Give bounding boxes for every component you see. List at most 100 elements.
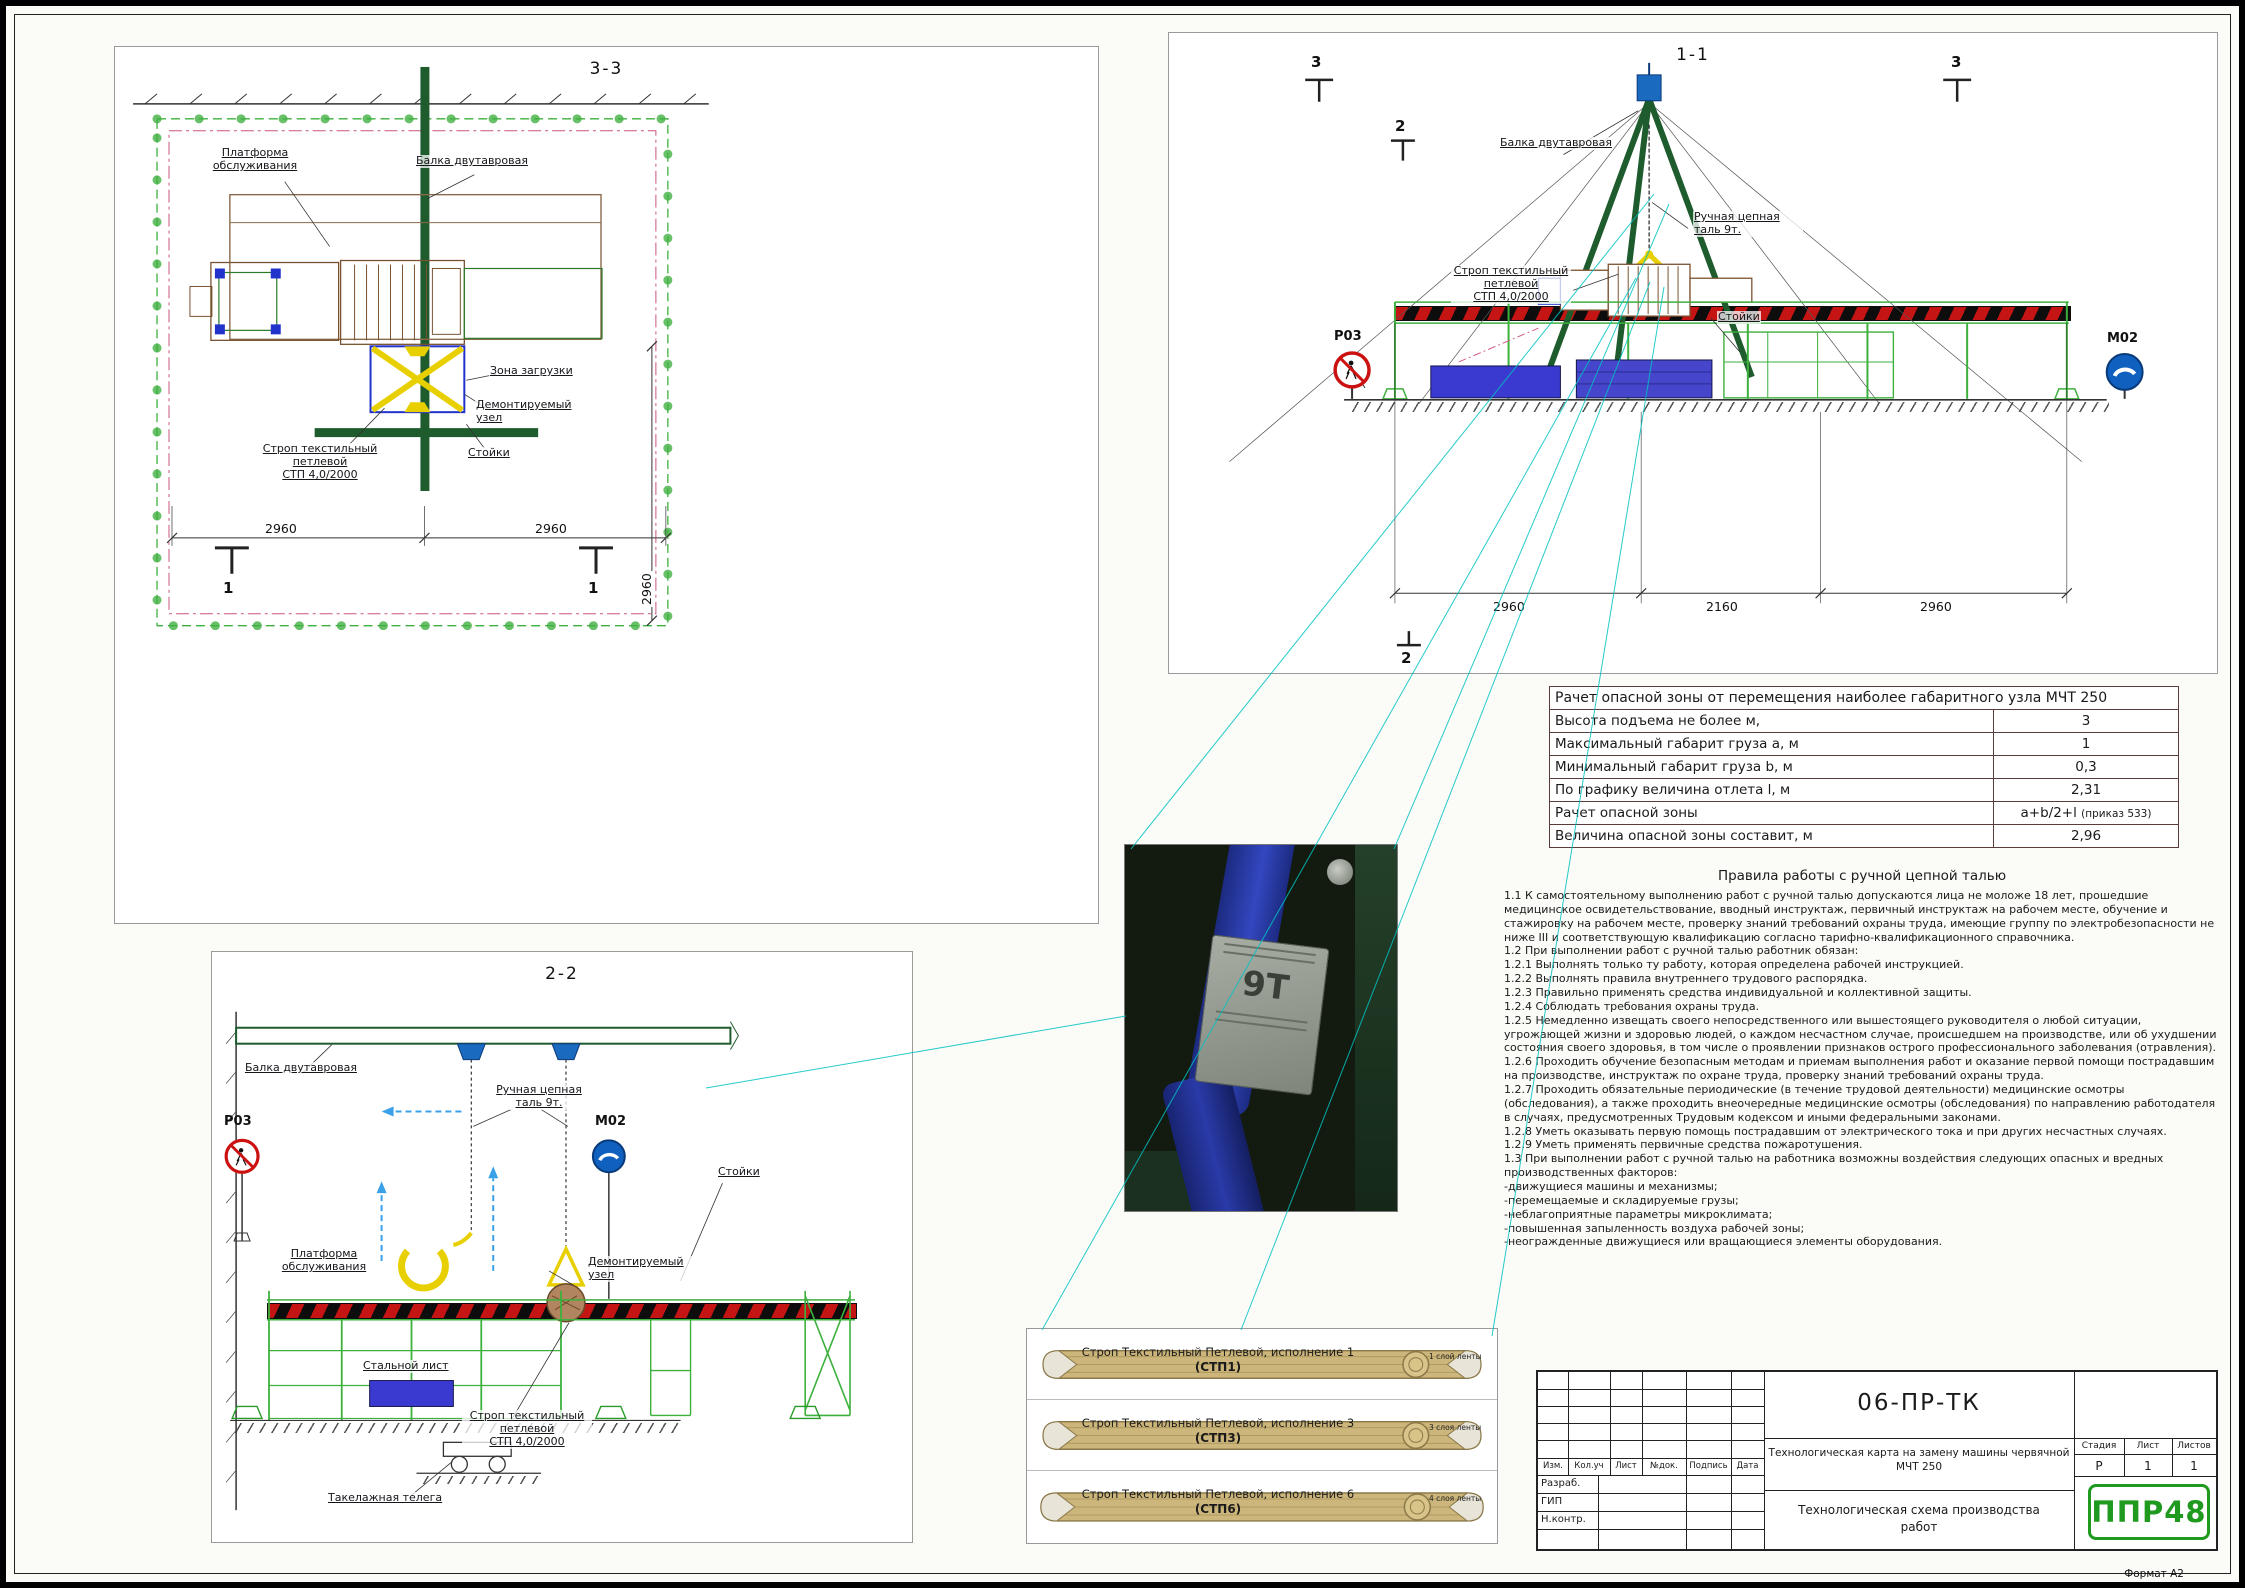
view-3-3-title: 3-3 xyxy=(589,59,624,79)
i-beam-plan xyxy=(420,66,430,491)
label-dismantled-unit: Демонтируемый узел xyxy=(587,1255,697,1282)
ground-hatch xyxy=(1347,402,2109,412)
label-stands: Стойки xyxy=(717,1165,761,1179)
title-block: Изм. Кол.уч Лист №док. Подпись Дата Разр… xyxy=(1536,1370,2218,1551)
list-header: Лист xyxy=(2136,1441,2160,1451)
listov-value: 1 xyxy=(2190,1459,2198,1473)
dim-2960-vertical: 2960 xyxy=(639,571,654,607)
textile-sling-plan xyxy=(370,345,465,413)
view-2-2-panel: 2-2 Балка двутавровая Ручная цепная таль… xyxy=(211,951,913,1543)
table-row: Величина опасной зоны составит, м 2,96 xyxy=(1550,825,2178,847)
rules-title: Правила работы с ручной цепной талью xyxy=(1717,868,2007,884)
section-mark-2-top xyxy=(1390,139,1415,161)
sling-band-icon xyxy=(1040,1492,1484,1522)
ground-hatch-cart xyxy=(417,1476,542,1484)
label-chain-hoist: Ручная цепная таль 9т. xyxy=(484,1083,594,1110)
sling-name: Строп Текстильный Петлевой, исполнение 1 xyxy=(1081,1345,1355,1359)
list-value: 1 xyxy=(2144,1459,2152,1473)
row-value: 0,3 xyxy=(2075,759,2097,775)
dim-2960-a: 2960 xyxy=(1491,599,1527,614)
trolley-left xyxy=(456,1043,486,1061)
row-label: Величина опасной зоны составит, м xyxy=(1550,825,1994,847)
view-2-2-drawing xyxy=(224,1011,856,1511)
section-mark-2-bottom xyxy=(1396,631,1421,647)
stage-value: Р xyxy=(2095,1459,2103,1473)
listov-header: Листов xyxy=(2177,1441,2211,1451)
ppr48-logo: ППР48 xyxy=(2088,1484,2210,1540)
section-mark-1-right xyxy=(579,546,613,574)
view-3-3-panel: 3-3 Платформа обслуживания Балка двутавр… xyxy=(114,46,1099,924)
row-value: 1 xyxy=(2081,736,2091,752)
section-mark-3-right xyxy=(1943,78,1972,102)
section-label-3b: 3 xyxy=(1951,53,1962,71)
sling-code: (СТП6) xyxy=(1194,1501,1242,1516)
label-beam: Балка двутавровая xyxy=(415,154,529,168)
document-code: 06-ПР-ТК xyxy=(1857,1390,1981,1416)
row-value: 2,96 xyxy=(2070,828,2102,844)
lifted-part xyxy=(398,1248,449,1292)
label-sling: Строп текстильный петлевой СТП 4,0/2000 xyxy=(462,1409,592,1449)
dim-2960-b: 2960 xyxy=(1918,599,1954,614)
sling-triangle xyxy=(546,1244,586,1287)
ground-hatch xyxy=(230,1423,682,1433)
sign-code-m02: М02 xyxy=(595,1114,627,1129)
beam-clamp xyxy=(1636,74,1662,102)
col-koluch: Кол.уч xyxy=(1574,1461,1604,1471)
table-row: Высота подъема не более м, 3 xyxy=(1550,710,2178,733)
no-pedestrians-sign-icon xyxy=(224,1138,260,1242)
role-nkontr: Н.контр. xyxy=(1541,1514,1586,1525)
sign-code-p03: Р03 xyxy=(1334,329,1362,344)
slings-panel: Строп Текстильный Петлевой, исполнение 1… xyxy=(1026,1328,1498,1544)
formula-note: (приказ 533) xyxy=(2081,808,2152,820)
section-mark-1-left xyxy=(214,546,249,574)
hoist-nameplate: 9Т xyxy=(1194,934,1330,1096)
dim-2960-right: 2960 xyxy=(533,521,569,536)
i-beam xyxy=(235,1026,732,1045)
dim-2960-left: 2960 xyxy=(263,521,299,536)
steel-sheet xyxy=(369,1380,454,1407)
row-value: a+b/2+l (приказ 533) xyxy=(1994,802,2178,824)
table-row: Рачет опасной зоны a+b/2+l (приказ 533) xyxy=(1550,802,2178,825)
section-mark-3-left xyxy=(1305,78,1334,102)
sling-code: (СТП3) xyxy=(1194,1430,1242,1445)
col-izm: Изм. xyxy=(1543,1461,1563,1471)
sling-band-icon xyxy=(1042,1420,1482,1451)
sling-code: (СТП1) xyxy=(1194,1359,1242,1374)
sling-row: Строп Текстильный Петлевой, исполнение 6… xyxy=(1027,1471,1497,1542)
row-label: Высота подъема не более м, xyxy=(1550,710,1994,732)
table-row: По графику величина отлета l, м 2,31 xyxy=(1550,779,2178,802)
role-gip: ГИП xyxy=(1541,1496,1563,1507)
sling-name: Строп Текстильный Петлевой, исполнение 3 xyxy=(1081,1416,1355,1430)
table-row: Максимальный габарит груза a, м 1 xyxy=(1550,733,2178,756)
danger-zone-table: Рачет опасной зоны от перемещения наибол… xyxy=(1549,686,2179,848)
col-data: Дата xyxy=(1736,1461,1759,1471)
sling-label: Строп Текстильный Петлевой, исполнение 3… xyxy=(1063,1416,1373,1447)
view-1-1-panel: 1-1 3 3 2 2 Балка двутавровая Ручная цеп… xyxy=(1168,32,2218,674)
view-3-3-drawing xyxy=(133,66,709,631)
row-value: 3 xyxy=(2081,713,2091,729)
row-label: Рачет опасной зоны xyxy=(1550,802,1994,824)
foundation-block-left xyxy=(1430,365,1561,399)
sling-label: Строп Текстильный Петлевой, исполнение 1… xyxy=(1063,1345,1373,1376)
sign-code-p03: Р03 xyxy=(224,1114,252,1129)
section-label-2b: 2 xyxy=(1401,649,1412,667)
label-sling: Строп текстильный петлевой СТП 4,0/2000 xyxy=(1451,264,1571,304)
wear-helmet-sign-icon xyxy=(2105,353,2144,399)
stage-header: Стадия xyxy=(2081,1441,2117,1451)
role-razrab: Разраб. xyxy=(1541,1478,1581,1489)
chain-hoist-photo: 9Т xyxy=(1124,844,1398,1212)
label-stands: Стойки xyxy=(1717,310,1761,324)
sling-row: Строп Текстильный Петлевой, исполнение 1… xyxy=(1027,1329,1497,1400)
row-label: Максимальный габарит груза a, м xyxy=(1550,733,1994,755)
sheet-title: Технологическая схема производства работ xyxy=(1798,1503,2040,1534)
col-podpis: Подпись xyxy=(1689,1461,1728,1471)
sign-code-m02: М02 xyxy=(2107,331,2139,346)
label-beam: Балка двутавровая xyxy=(1499,136,1613,150)
nameplate-capacity: 9Т xyxy=(1239,963,1292,1009)
sling-band-icon xyxy=(1042,1349,1482,1380)
view-2-2-title: 2-2 xyxy=(545,964,579,984)
row-value: 2,31 xyxy=(2070,782,2102,798)
format-label: Формат А2 xyxy=(2124,1568,2184,1580)
label-chain-hoist: Ручная цепная таль 9т. xyxy=(1693,210,1803,237)
view-1-1-title: 1-1 xyxy=(1676,45,1710,65)
